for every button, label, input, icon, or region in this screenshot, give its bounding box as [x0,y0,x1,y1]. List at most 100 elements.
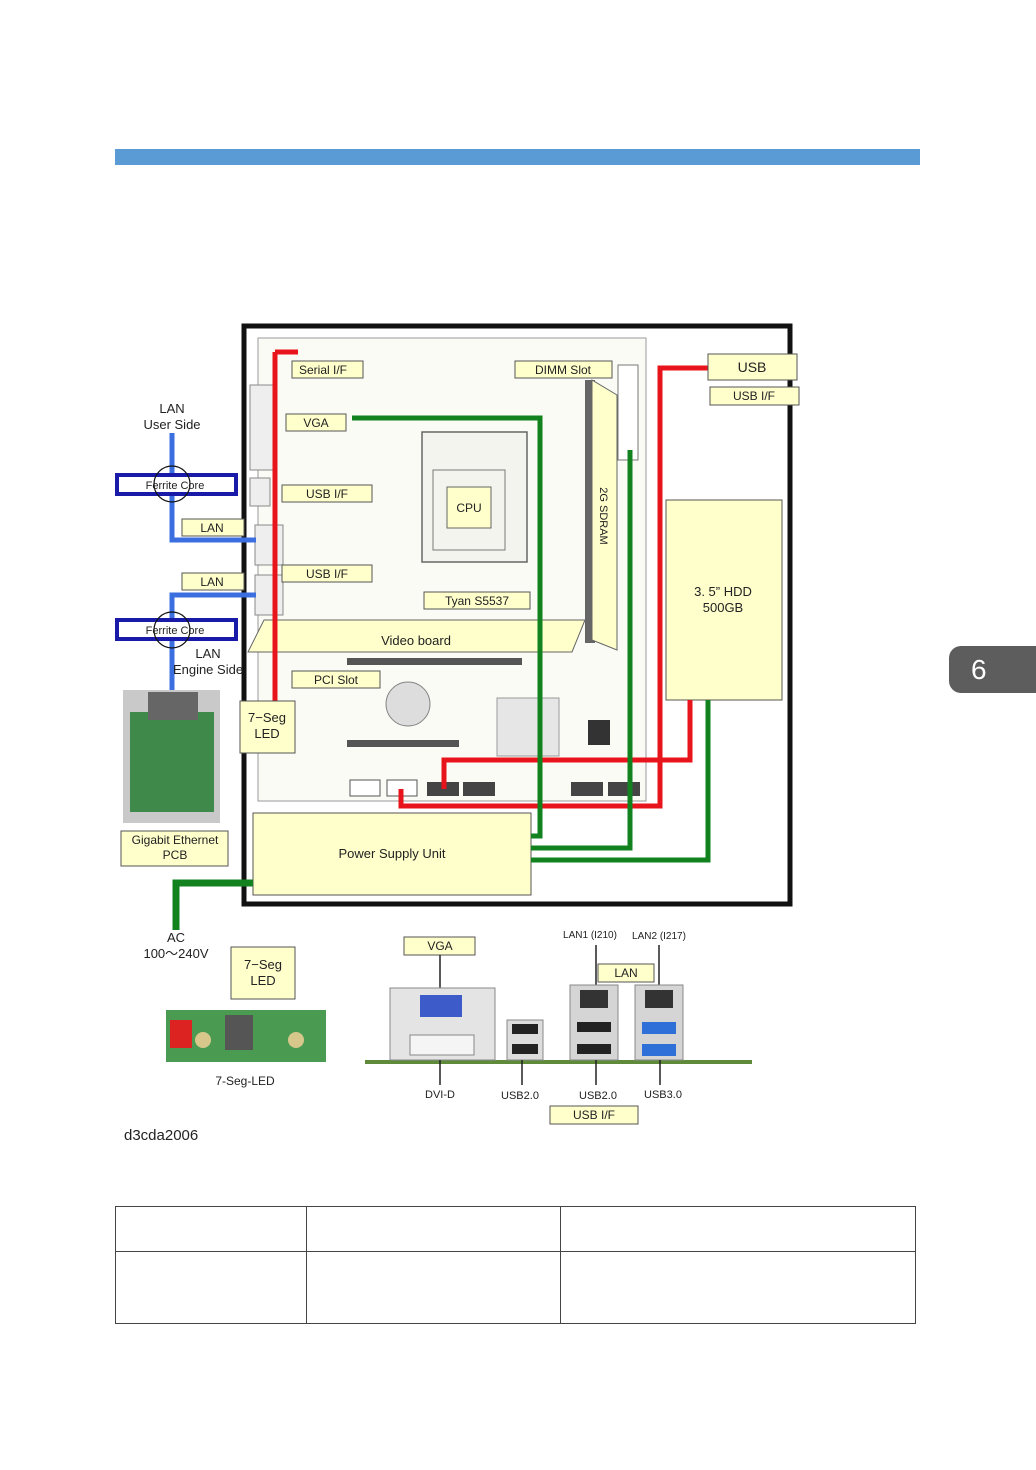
usb30-label: USB3.0 [644,1089,682,1101]
seg-led-label-2: LED [254,726,279,741]
lan-user-label-2: User Side [143,417,200,432]
ferrite-ring-2 [153,611,191,649]
label-box-vga [285,413,347,432]
vga-power-cable [352,415,543,839]
label-box-7seg [239,700,296,754]
table-cell [306,1251,561,1324]
gigabit-pcb-board [130,712,214,812]
label-box-serial [291,360,364,379]
usb20-port-b1 [577,1022,611,1032]
hdd-label-1: 3. 5” HDD [694,584,752,599]
label-box-lan-2 [181,572,245,591]
ferrite-ring-1 [153,465,191,503]
lan-user-cable [169,433,256,543]
label-box-tyan [423,591,531,610]
blank-table [115,1206,916,1324]
lan-label-2: LAN [200,575,223,589]
pci-slot-label: PCI Slot [314,673,359,687]
serial-if-label: Serial I/F [299,363,347,377]
chipset-heatsink [496,697,560,757]
sata-1 [349,779,381,797]
vga-label: VGA [303,416,328,430]
table-cell [560,1251,916,1324]
table-cell [560,1206,916,1252]
psu-label: Power Supply Unit [339,846,446,861]
atx-power-connector [617,364,639,461]
bottom-lan-label: LAN [614,966,637,980]
vga-port [420,995,462,1017]
ferrite-core-label-1: Ferrite Core [146,480,205,492]
table-row [115,1251,916,1324]
cmos-battery [385,681,431,727]
label-box-bottom-7seg [230,946,296,1000]
usb-label: USB [738,359,767,375]
header-bar [115,149,920,165]
seg-led-hole-left [195,1032,211,1048]
usb20-port-a1 [512,1024,538,1034]
table-cell [306,1206,561,1252]
usb-if-label-right: USB I/F [733,389,775,403]
lan1-port [580,990,608,1008]
figure-id: d3cda2006 [124,1127,199,1144]
bottom-usb-if-label: USB I/F [573,1108,615,1122]
seg-led-hole-right [288,1032,304,1048]
cpu-socket-inner [432,469,506,551]
atx-power-cable [531,450,633,851]
video-board-label: Video board [381,633,451,648]
usb20-label-b: USB2.0 [579,1090,617,1102]
table-cell [115,1251,307,1324]
ac-cable [172,879,253,930]
usb-cable [398,365,708,809]
ferrite-core-label-2: Ferrite Core [146,625,205,637]
ferrite-core-2 [115,618,238,641]
io-lan-port-2 [254,574,284,616]
sdram-label: 2G SDRAM [597,487,609,544]
dimm-slot-shape [585,380,595,643]
label-box-lan-1 [181,518,245,537]
ac-label-2: 100〜240V [143,946,208,961]
gigabit-pcb-connector [148,692,198,720]
ferrite-core-1 [115,473,238,496]
sata-4 [463,782,495,796]
table-cell [115,1206,307,1252]
label-box-usb2 [281,564,373,583]
lan-user-label-1: LAN [159,401,184,416]
label-box-cpu [446,486,492,529]
usb20-port-a2 [512,1044,538,1054]
pci-slot-2-shape [347,740,459,747]
lan1-label: LAN1 (I210) [563,930,617,941]
label-box-pci [291,670,381,689]
table-header-row [115,1206,916,1252]
lan-label-1: LAN [200,521,223,535]
usb20-label-a: USB2.0 [501,1090,539,1102]
seg-led-caption: 7-Seg-LED [215,1074,275,1088]
cpu-label: CPU [456,501,481,515]
dvi-label: DVI-D [425,1089,455,1101]
label-box-usb1 [281,484,373,503]
usb30-port-1 [642,1022,676,1034]
bottom-vga-label: VGA [427,939,452,953]
usb-if-label-1: USB I/F [306,487,348,501]
video-board-shape [247,619,586,653]
label-box-dimm [514,360,613,379]
lan-engine-label-1: LAN [195,646,220,661]
label-box-usb [707,353,798,381]
hdd-sata-cable [441,700,693,789]
io-ports [249,384,276,471]
sata-5 [571,782,603,796]
label-box-usb-if-right [709,386,800,406]
lan-engine-cable [169,592,256,705]
bottom-seg-label-2: LED [250,973,275,988]
io-lan-port-1 [254,524,284,566]
label-box-bottom-lan [597,963,655,983]
seg-led-label-1: 7−Seg [248,710,286,725]
label-box-bottom-usb-if [549,1105,639,1125]
gigabit-label-1: Gigabit Ethernet [132,833,219,847]
power-supply-unit [252,812,532,896]
lan2-port [645,990,673,1008]
usb-if-label-2: USB I/F [306,567,348,581]
lan-engine-label-2: Engine Side [173,662,243,677]
tyan-label: Tyan S5537 [445,594,509,608]
chapter-tab[interactable]: 6 [949,646,1036,693]
